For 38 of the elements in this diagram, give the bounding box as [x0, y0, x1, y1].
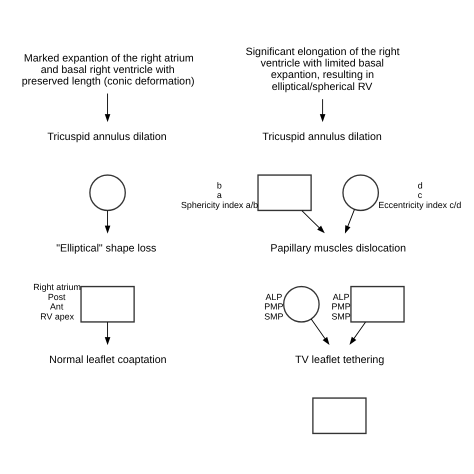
- node-text: Papillary muscles dislocation: [270, 242, 406, 255]
- arrow: [344, 209, 355, 234]
- node-label: PMP: [264, 302, 284, 312]
- node-label: Post: [48, 292, 66, 302]
- node-label: Eccentricity index c/d: [378, 200, 462, 210]
- arrow: [320, 98, 326, 122]
- arrow: [310, 318, 330, 346]
- node-label: SMP: [331, 311, 351, 322]
- node-text: Significant elongation of the right ventricle with limited basal expantion, resulting in elliptical/spherical RV: [246, 46, 400, 93]
- node-text: Tricuspid annulus dilation: [262, 131, 382, 144]
- node-label: RV apex: [40, 311, 74, 322]
- node-label: Ant: [50, 302, 64, 312]
- node-text: "Elliptical" shape loss: [56, 242, 156, 255]
- node-box: [350, 286, 405, 323]
- node-label: c: [418, 190, 422, 200]
- arrow: [104, 322, 110, 346]
- node-label: d: [418, 180, 423, 190]
- node-box: [257, 174, 312, 212]
- node-label: ALP: [266, 292, 282, 302]
- arrow: [301, 210, 325, 234]
- arrow: [349, 322, 366, 345]
- node-circle: [342, 174, 380, 212]
- node-circle: [283, 286, 320, 323]
- arrow: [104, 93, 110, 122]
- node-label: SMP: [264, 311, 284, 322]
- node-circle: [89, 174, 126, 212]
- node-box: [312, 397, 367, 434]
- node-text: Tricuspid annulus dilation: [47, 131, 167, 144]
- arrow: [104, 210, 110, 234]
- node-text: Marked expantion of the right atrium and basal right ventricle with preserved length (conic deformation): [22, 52, 195, 88]
- node-text: Normal leaflet coaptation: [49, 354, 167, 366]
- node-label: PMP: [331, 302, 351, 312]
- node-label: ALP: [332, 292, 350, 302]
- node-text: TV leaflet tethering: [295, 354, 384, 366]
- node-label: b: [216, 180, 222, 190]
- node-label: Right atrium: [33, 282, 81, 292]
- node-label: a: [216, 190, 222, 200]
- node-box: [80, 286, 135, 323]
